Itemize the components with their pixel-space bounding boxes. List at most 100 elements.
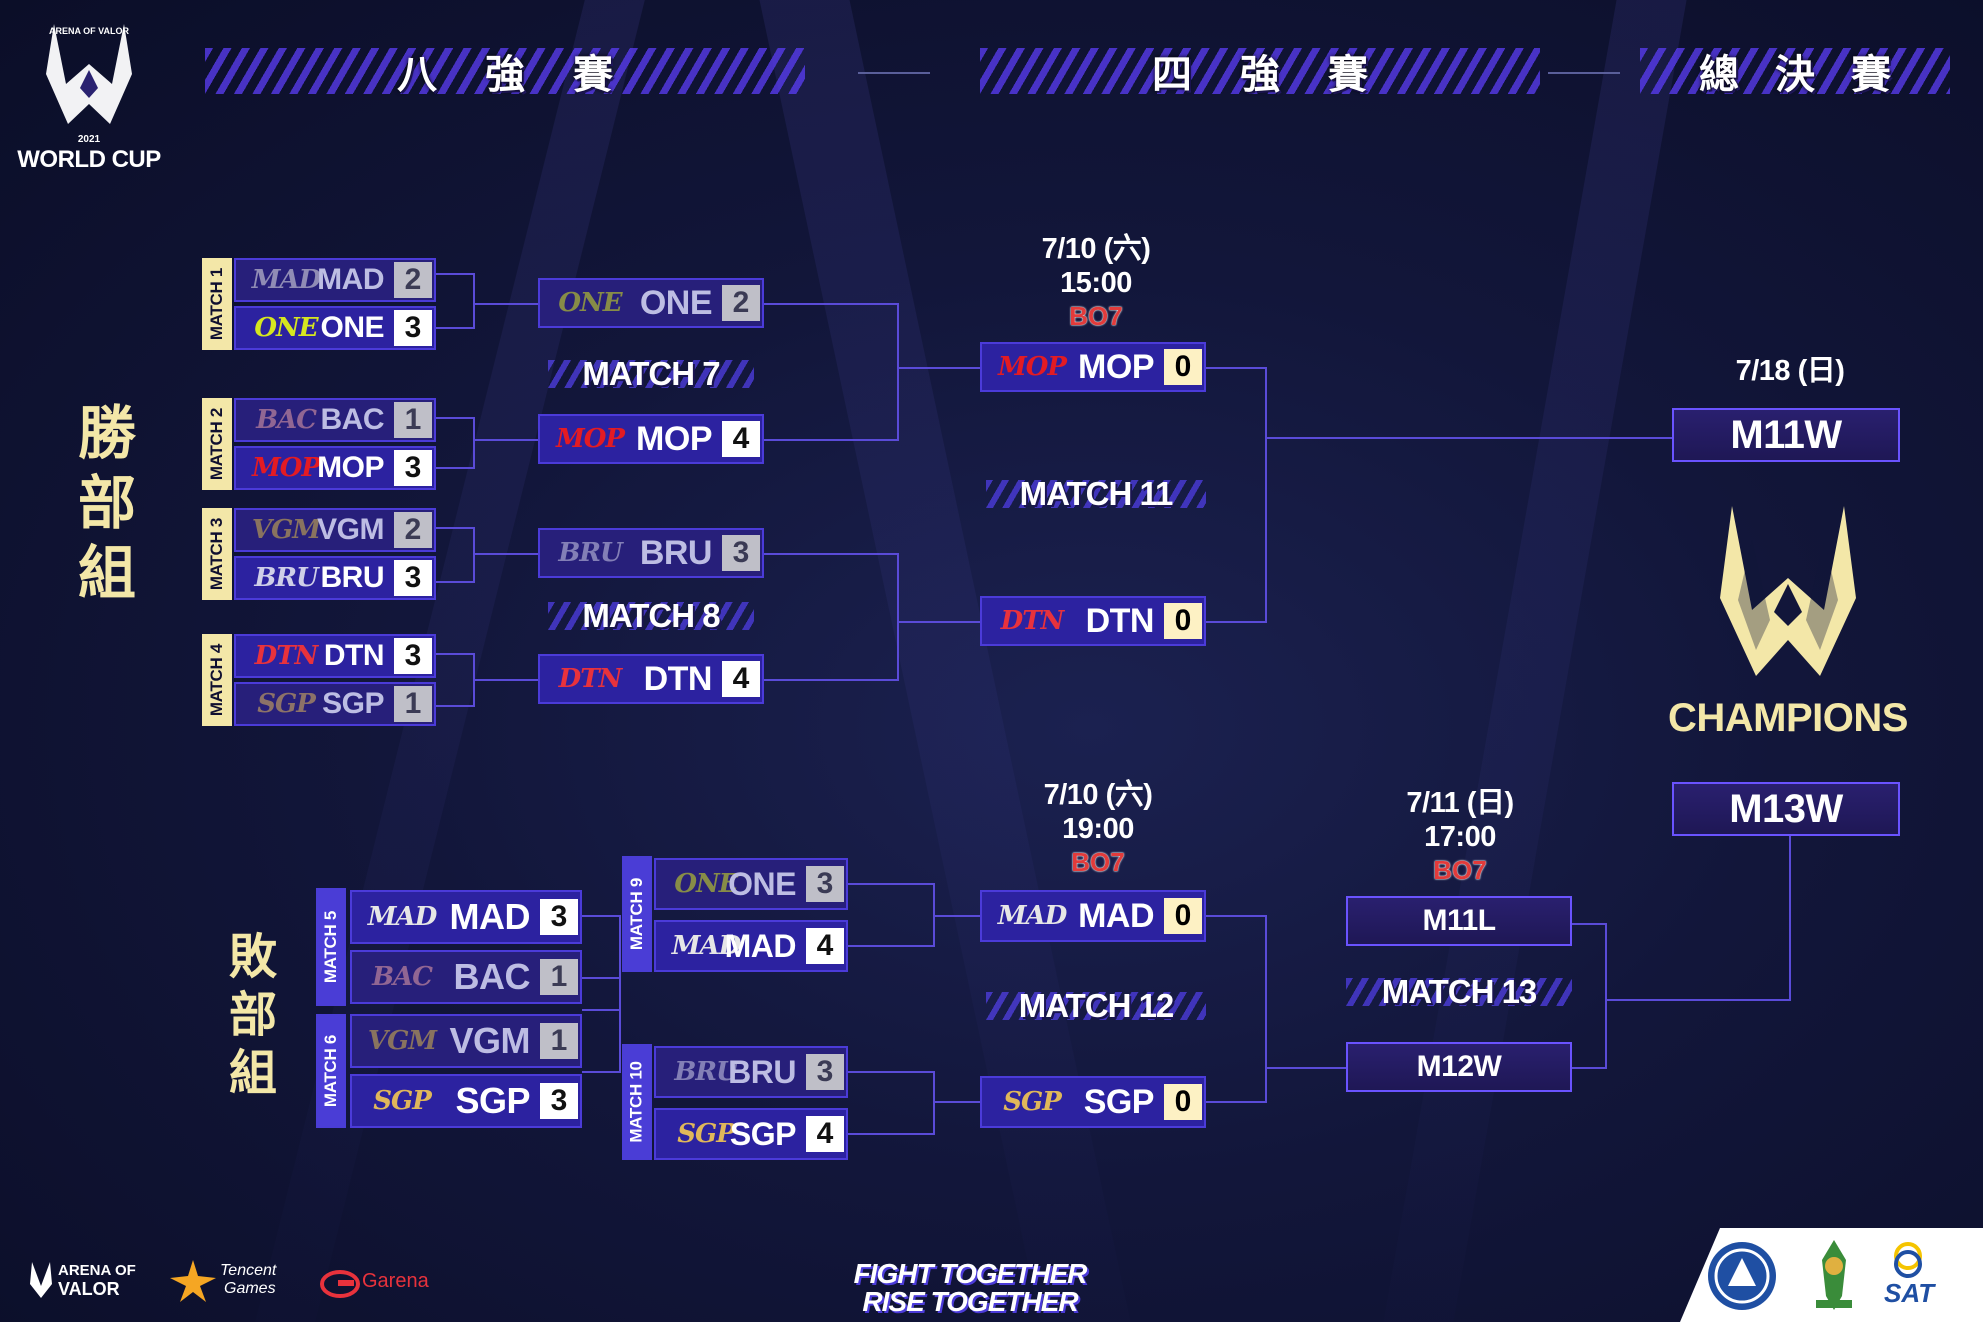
world-cup-logo: ARENA OF VALOR 2021 WORLD CUP (14, 14, 164, 174)
aov-line1: ARENA OF (58, 1262, 136, 1279)
team-logo-vgm: VGM (367, 1026, 437, 1056)
team-row[interactable]: MAD MAD 3 (350, 890, 582, 944)
arena-of-valor-logo: ARENA OF VALOR (28, 1258, 138, 1304)
team-logo-sgp: SGP (373, 1086, 432, 1116)
world-cup-emblem-icon (46, 24, 132, 124)
team-name: VGM (449, 1020, 530, 1061)
header-semifinal-label: 四強賽 (1152, 52, 1416, 98)
team-row[interactable]: SGP SGP 0 (980, 1076, 1206, 1128)
team-logo-mop: MOP (556, 424, 625, 454)
team-row[interactable]: MOP MOP 4 (538, 414, 764, 464)
team-score: 3 (394, 638, 432, 674)
team-logo-sgp: SGP (257, 689, 316, 719)
team-name: DTN (323, 639, 385, 672)
team-row[interactable]: BAC BAC 1 (350, 950, 582, 1004)
team-row[interactable]: BAC BAC 1 (234, 398, 436, 442)
team-row[interactable]: DTN DTN 4 (538, 654, 764, 704)
champions-trophy-icon (1720, 506, 1856, 676)
team-logo-vgm: VGM (251, 515, 321, 545)
match-2-tab: MATCH 2 (202, 398, 232, 490)
team-name: BAC (453, 956, 531, 997)
schedule-time: 15:00 (1060, 267, 1132, 299)
team-name: MOP (636, 420, 712, 458)
team-logo-sgp: SGP (677, 1119, 736, 1149)
team-row[interactable]: SGP SGP 4 (654, 1108, 848, 1160)
team-row[interactable]: MOP MOP 0 (980, 342, 1206, 392)
header-grandfinal-label: 總決賽 (1699, 52, 1927, 98)
team-name: VGM (317, 513, 384, 546)
match-12-label: MATCH 12 (986, 984, 1206, 1028)
header-grandfinal: 總決賽 (1640, 42, 1950, 100)
team-row[interactable]: MAD MAD 4 (654, 920, 848, 972)
lower-final-schedule: 7/11 (日) 17:00 BO7 (1360, 786, 1560, 886)
team-score: 2 (394, 512, 432, 548)
team-score: 1 (394, 686, 432, 722)
team-name: MOP (317, 451, 384, 484)
team-score: 1 (540, 959, 578, 995)
team-score: 4 (722, 421, 760, 457)
match-3-tab: MATCH 3 (202, 508, 232, 600)
team-name: MAD (724, 928, 797, 964)
team-score: 4 (806, 1116, 844, 1152)
team-row[interactable]: BRU BRU 3 (234, 556, 436, 600)
team-row[interactable]: VGM VGM 2 (234, 508, 436, 552)
team-name: SGP (322, 687, 384, 720)
team-score: 1 (394, 402, 432, 438)
header-divider (858, 72, 930, 74)
tencent-games-logo: Tencent Games (168, 1258, 288, 1304)
slogan-line2: RISE TOGETHER (862, 1286, 1078, 1317)
schedule-time: 19:00 (1062, 813, 1134, 845)
team-name: DTN (1085, 602, 1155, 640)
header-quarterfinal-label: 八強賽 (397, 52, 661, 98)
garena-logo: Garena (320, 1268, 440, 1298)
team-score: 3 (394, 450, 432, 486)
team-score: 0 (1164, 1084, 1202, 1120)
team-row[interactable]: SGP SGP 1 (234, 682, 436, 726)
team-name: BAC (320, 403, 385, 436)
sat-text: SAT (1884, 1278, 1935, 1308)
match-6-tab: MATCH 6 (316, 1014, 346, 1128)
team-row[interactable]: DTN DTN 0 (980, 596, 1206, 646)
ministry-seal-icon (1708, 1242, 1776, 1310)
slot-m11w[interactable]: M11W (1672, 408, 1900, 462)
team-logo-one: ONE (674, 869, 738, 899)
team-score: 0 (1164, 898, 1202, 934)
team-score: 4 (722, 661, 760, 697)
team-row[interactable]: ONE ONE 3 (234, 306, 436, 350)
team-row[interactable]: DTN DTN 3 (234, 634, 436, 678)
team-logo-bru: BRU (254, 563, 318, 593)
team-row[interactable]: MOP MOP 3 (234, 446, 436, 490)
team-name: ONE (728, 866, 796, 902)
team-score: 3 (394, 560, 432, 596)
upper-group-label: 勝部組 (77, 399, 136, 607)
team-score: 3 (394, 310, 432, 346)
team-row[interactable]: ONE ONE 3 (654, 858, 848, 910)
aov-emblem-icon (30, 1262, 52, 1298)
slot-m11l[interactable]: M11L (1346, 896, 1572, 946)
slot-m12w[interactable]: M12W (1346, 1042, 1572, 1092)
team-row[interactable]: MAD MAD 2 (234, 258, 436, 302)
logo-year: 2021 (77, 134, 101, 145)
team-row[interactable]: ONE ONE 2 (538, 278, 764, 328)
match-4-tab: MATCH 4 (202, 634, 232, 726)
team-row[interactable]: SGP SGP 3 (350, 1074, 582, 1128)
schedule-date: 7/10 (六) (1041, 233, 1151, 265)
sat-rings-icon (1894, 1242, 1922, 1278)
team-logo-sgp: SGP (1003, 1087, 1062, 1117)
team-logo-dtn: DTN (558, 664, 623, 694)
team-score: 4 (806, 928, 844, 964)
match-10-tab: MATCH 10 (622, 1044, 652, 1160)
team-row[interactable]: BRU BRU 3 (654, 1046, 848, 1098)
team-row[interactable]: BRU BRU 3 (538, 528, 764, 578)
team-row[interactable]: VGM VGM 1 (350, 1014, 582, 1068)
match-11-label: MATCH 11 (986, 472, 1206, 516)
team-logo-bac: BAC (256, 405, 317, 435)
team-score: 0 (1164, 603, 1202, 639)
team-row[interactable]: MAD MAD 0 (980, 890, 1206, 942)
slot-m13w[interactable]: M13W (1672, 782, 1900, 836)
team-name: SGP (1083, 1083, 1155, 1121)
upper-semi-schedule: 7/10 (六) 15:00 BO7 (996, 232, 1196, 332)
team-name: MAD (317, 263, 384, 296)
